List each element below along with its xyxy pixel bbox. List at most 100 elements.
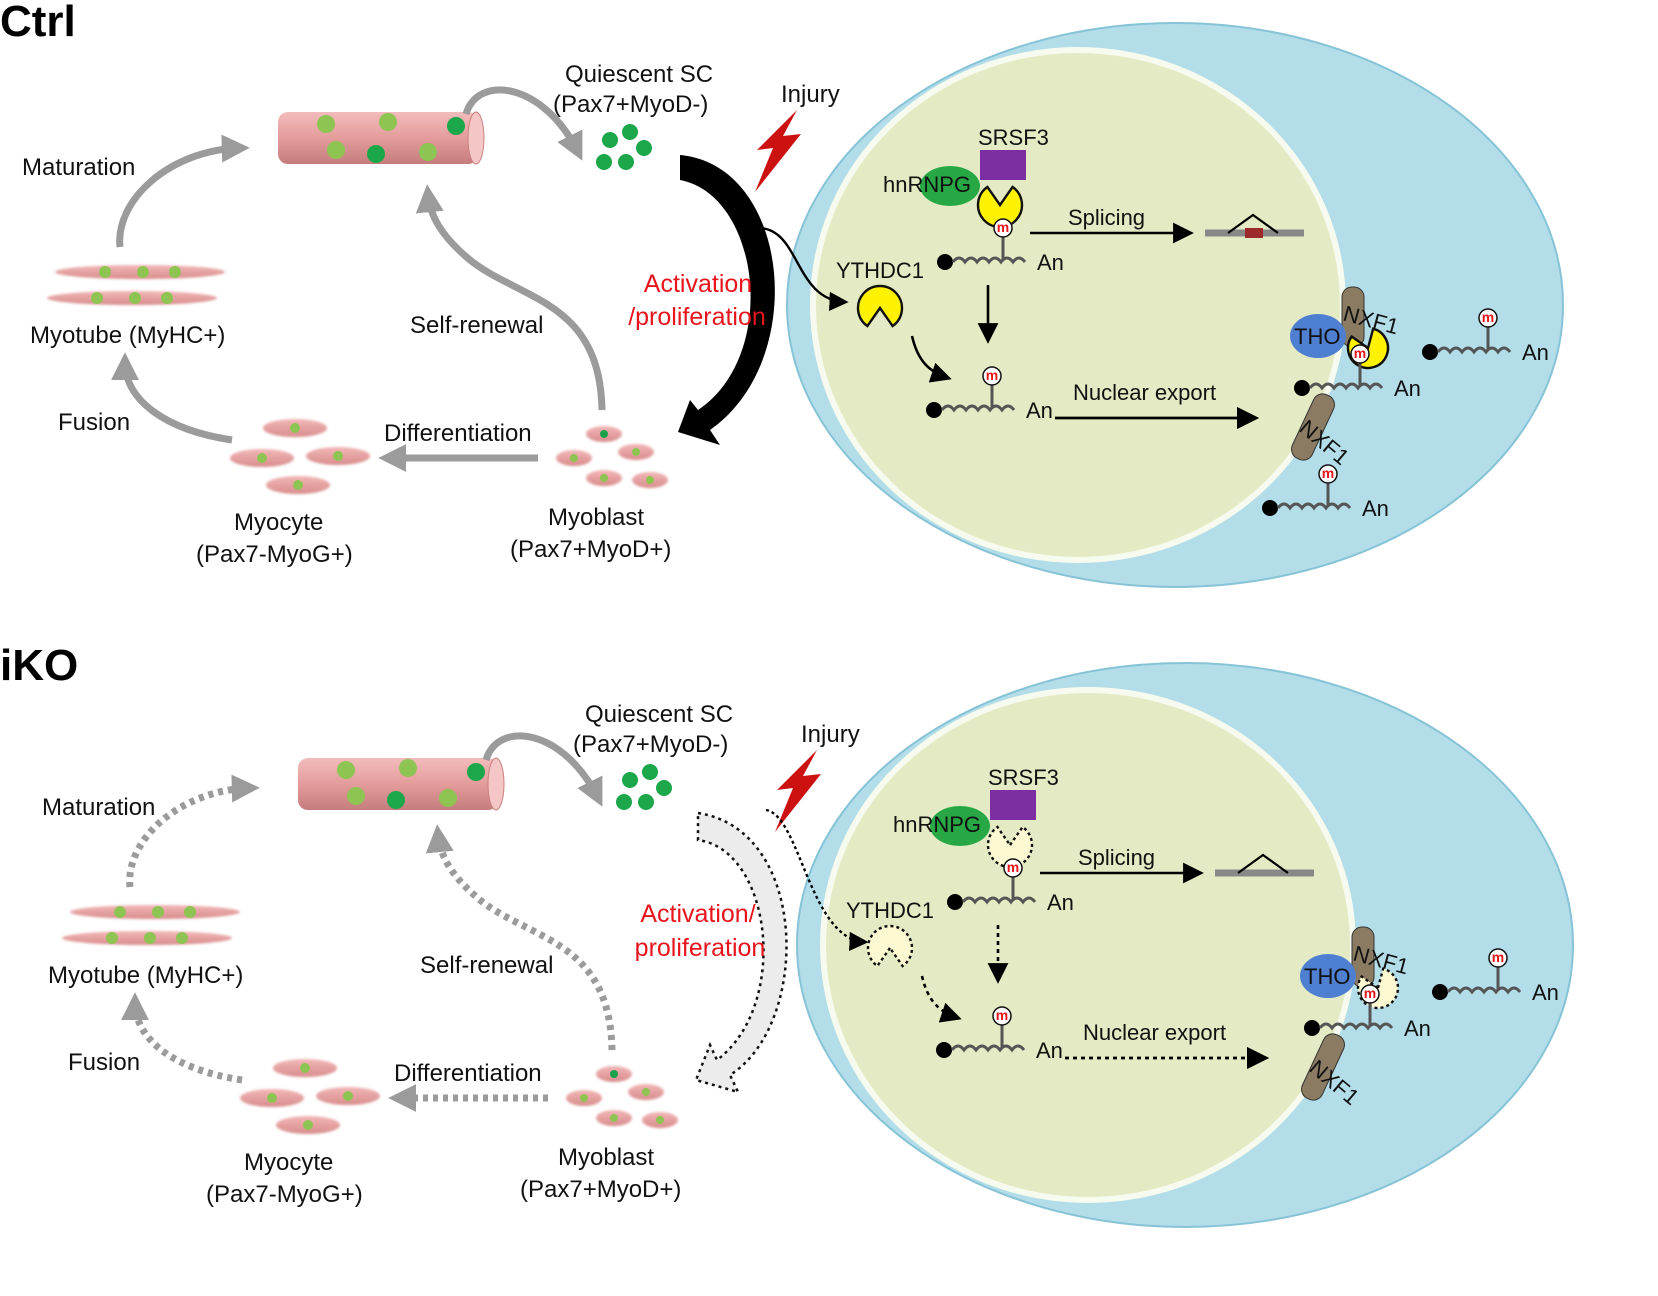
mrna-strand bbox=[951, 256, 1027, 265]
myocyte-nucleus bbox=[290, 423, 300, 433]
mrna-strand bbox=[1436, 346, 1512, 355]
myoblast-label: Myoblast bbox=[548, 504, 644, 531]
m6a-mark bbox=[1478, 308, 1498, 328]
ythdc1-binding-arrow bbox=[910, 335, 952, 383]
myotube-nucleus bbox=[169, 266, 181, 278]
myotube-nucleus bbox=[99, 266, 111, 278]
mrna-nuclear: mAn bbox=[926, 366, 1053, 423]
splicing-label: Splicing bbox=[1078, 845, 1155, 870]
myoblast-nucleus bbox=[580, 1094, 588, 1102]
quiescent-sc-dot bbox=[616, 794, 632, 810]
nuclear-export-label: Nuclear export bbox=[1083, 1020, 1226, 1045]
m6a-label: m bbox=[1482, 309, 1494, 325]
myocyte-nucleus bbox=[300, 1063, 310, 1073]
activation-to-ythdc1-arrow bbox=[759, 226, 849, 311]
tho-shape bbox=[1300, 954, 1356, 998]
m6a-mark bbox=[1003, 858, 1023, 878]
hnrnpg-label: hnRNPG bbox=[893, 812, 981, 837]
mrna-strand bbox=[950, 1044, 1026, 1053]
myotube-nucleus bbox=[91, 292, 103, 304]
myofiber-end bbox=[467, 111, 485, 165]
polya-label: An bbox=[1532, 980, 1559, 1005]
mrna-strand bbox=[961, 896, 1037, 905]
fusion-arrow bbox=[121, 992, 243, 1084]
mrna-cap bbox=[1432, 984, 1448, 1000]
cell-diagram bbox=[796, 662, 1574, 1228]
mrna-splicing: mAn bbox=[947, 858, 1074, 915]
myonucleus-dot bbox=[367, 145, 385, 163]
myoblast-nucleus bbox=[600, 430, 608, 438]
splicing-label: Splicing bbox=[1068, 205, 1145, 230]
m6a-label: m bbox=[1007, 859, 1019, 875]
myonucleus-dot bbox=[379, 113, 397, 131]
mrna-cap bbox=[1262, 500, 1278, 516]
panel-title: Ctrl bbox=[0, 0, 76, 46]
myonucleus-dot bbox=[439, 789, 457, 807]
myonucleus-dot bbox=[337, 761, 355, 779]
ythdc1-free bbox=[856, 284, 904, 328]
m6a-mark bbox=[993, 218, 1013, 238]
mrna-cap bbox=[947, 894, 963, 910]
myotube-label: Myotube (MyHC+) bbox=[30, 322, 225, 349]
myocyte-markers: (Pax7-MyoG+) bbox=[206, 1181, 363, 1208]
quiescence-arrow bbox=[482, 732, 603, 807]
quiescent-sc-dot bbox=[622, 772, 638, 788]
m6a-label: m bbox=[1492, 949, 1504, 965]
myofiber-end bbox=[487, 757, 505, 811]
myoblast-nucleus bbox=[570, 454, 578, 462]
m6a-label: m bbox=[1364, 985, 1376, 1001]
mrna-strand bbox=[1446, 986, 1522, 995]
m6a-mark bbox=[1350, 344, 1370, 364]
fusion-label: Fusion bbox=[58, 409, 130, 436]
myoblast-label: Myoblast bbox=[558, 1144, 654, 1171]
myonucleus-dot bbox=[419, 143, 437, 161]
mrna-cap bbox=[926, 402, 942, 418]
m6a-label: m bbox=[1322, 465, 1334, 481]
hnrnpg-shape bbox=[930, 806, 990, 846]
retained-exon bbox=[1245, 228, 1263, 238]
myoblast-nucleus bbox=[646, 476, 654, 484]
activation-arrow-dashed bbox=[694, 811, 788, 1094]
tho-label: THO bbox=[1294, 324, 1340, 349]
injury-label: Injury bbox=[801, 721, 860, 748]
myotube-nucleus bbox=[114, 906, 126, 918]
m6a-mark bbox=[992, 1006, 1012, 1026]
mrna-splicing: mAn bbox=[937, 218, 1064, 275]
hnrnpg-shape bbox=[920, 166, 980, 206]
ythdc1-label: YTHDC1 bbox=[846, 898, 934, 923]
activation-label-2: proliferation bbox=[635, 934, 766, 962]
activation-to-ythdc1-arrow bbox=[765, 808, 869, 951]
nxf1-bottom bbox=[1301, 1033, 1345, 1101]
myoblast-nucleus bbox=[610, 1070, 618, 1078]
ythdc1-splicing-complex bbox=[986, 825, 1034, 869]
myocyte-nucleus bbox=[267, 1093, 277, 1103]
quiescent-sc-markers: (Pax7+MyoD-) bbox=[553, 91, 708, 118]
mrna-cap bbox=[937, 254, 953, 270]
maturation-arrow bbox=[116, 134, 250, 248]
m6a-label: m bbox=[996, 1007, 1008, 1023]
myoblast-nucleus bbox=[600, 474, 608, 482]
quiescence-arrow bbox=[462, 86, 583, 161]
myoblast-nucleus bbox=[610, 1114, 618, 1122]
mrna-strand bbox=[1318, 1022, 1394, 1031]
differentiation-label: Differentiation bbox=[384, 420, 532, 447]
polya-label: An bbox=[1037, 250, 1064, 275]
myoblast-nucleus bbox=[642, 1088, 650, 1096]
nuclear-export-label: Nuclear export bbox=[1073, 380, 1216, 405]
differentiation-label: Differentiation bbox=[394, 1060, 542, 1087]
srsf3-box bbox=[990, 790, 1036, 820]
splice-junction bbox=[1227, 213, 1279, 234]
polya-label: An bbox=[1036, 1038, 1063, 1063]
ythdc1-label: YTHDC1 bbox=[836, 258, 924, 283]
myofiber bbox=[278, 111, 485, 165]
myotube-nucleus bbox=[144, 932, 156, 944]
m6a-mark bbox=[1318, 464, 1338, 484]
myocyte-nucleus bbox=[303, 1120, 313, 1130]
myonucleus-dot bbox=[347, 787, 365, 805]
srsf3-label: SRSF3 bbox=[978, 125, 1049, 150]
mrna-cap bbox=[1304, 1020, 1320, 1036]
mrna-strand bbox=[940, 404, 1016, 413]
